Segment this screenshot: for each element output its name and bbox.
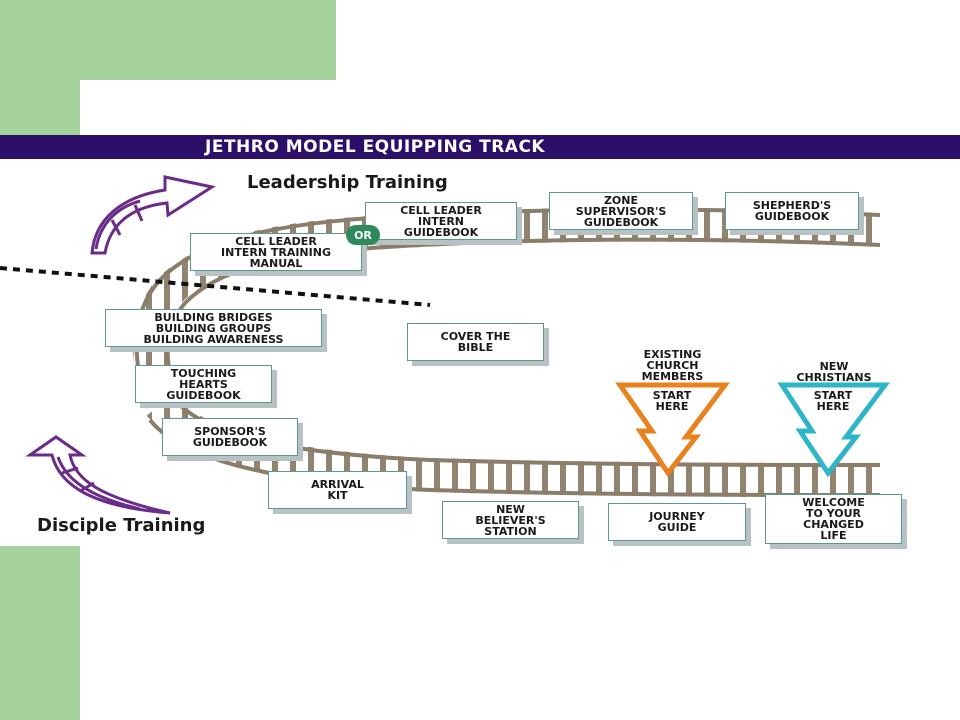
diagram-title: JETHRO MODEL EQUIPPING TRACK (205, 137, 546, 157)
new-christians-label: NEW CHRISTIANS (796, 360, 872, 384)
or-badge: OR (346, 225, 380, 245)
disciple-training-label: Disciple Training (37, 515, 206, 536)
title-bar: JETHRO MODEL EQUIPPING TRACK (0, 135, 960, 159)
cell-leader-intern-guidebook-box: CELL LEADER INTERN GUIDEBOOK (365, 202, 517, 240)
new-start-here-text: START HERE (813, 389, 853, 413)
leadership-arrow-icon (90, 175, 216, 255)
existing-members-start-arrow-icon (615, 382, 730, 478)
arrival-kit-box: ARRIVAL KIT (268, 471, 407, 509)
sponsors-guidebook-box: SPONSOR'S GUIDEBOOK (162, 418, 298, 456)
building-bridges-box: BUILDING BRIDGES BUILDING GROUPS BUILDIN… (105, 309, 322, 347)
dashed-divider (0, 266, 431, 307)
cover-the-bible-box: COVER THE BIBLE (407, 323, 544, 361)
equipping-track-diagram: JETHRO MODEL EQUIPPING TRACK (0, 135, 960, 546)
disciple-arrow-icon (25, 435, 171, 515)
welcome-to-your-changed-life-box: WELCOME TO YOUR CHANGED LIFE (765, 494, 902, 544)
zone-supervisor-guidebook-box: ZONE SUPERVISOR'S GUIDEBOOK (549, 192, 693, 230)
new-believers-station-box: NEW BELIEVER'S STATION (442, 501, 579, 539)
leadership-training-label: Leadership Training (247, 172, 448, 193)
shepherds-guidebook-box: SHEPHERD'S GUIDEBOOK (725, 192, 859, 230)
new-christians-start-arrow-icon (777, 382, 890, 478)
journey-guide-box: JOURNEY GUIDE (608, 503, 746, 541)
cell-leader-intern-training-manual-box: CELL LEADER INTERN TRAINING MANUAL (190, 233, 362, 271)
touching-hearts-guidebook-box: TOUCHING HEARTS GUIDEBOOK (135, 365, 272, 403)
existing-church-members-label: EXISTING CHURCH MEMBERS (641, 348, 704, 383)
existing-start-here-text: START HERE (652, 389, 692, 413)
